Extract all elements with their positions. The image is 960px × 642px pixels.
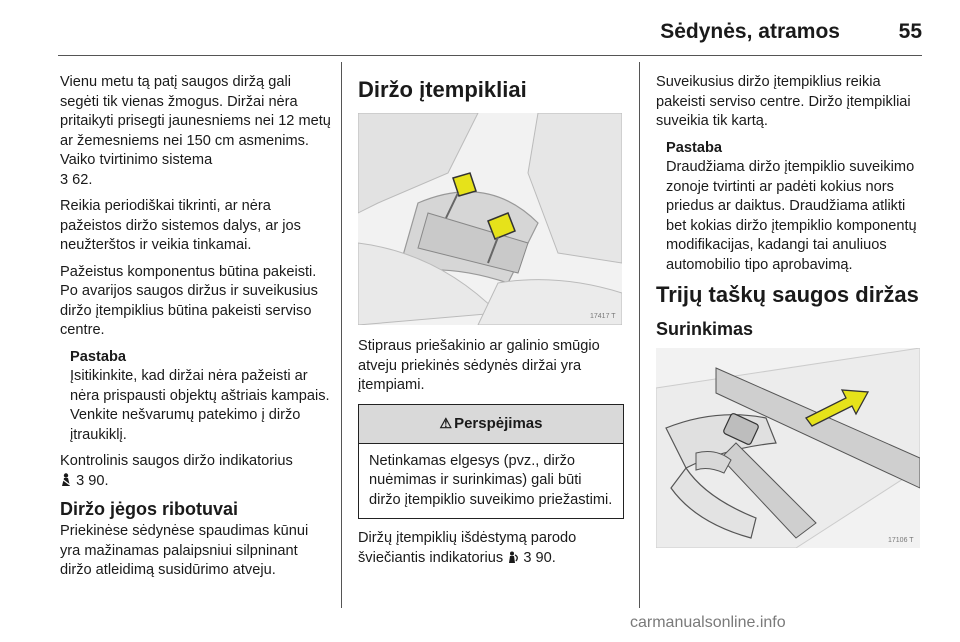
warning-title: Perspėjimas [454,414,543,432]
paragraph: Priekinėse sėdynėse spaudimas kūnui yra … [60,523,309,578]
paragraph: Stipraus priešakinio ar galinio smūgio a… [358,338,600,393]
note-text: Įsitikinkite, kad diržai nėra pažeisti a… [70,368,330,443]
paragraph: Reikia periodiškai tikrinti, ar nėra paž… [60,198,301,253]
section-heading: Trijų taškų saugos diržas [656,282,919,307]
illustration-code: 17106 T [888,537,914,544]
paragraph: Kontrolinis saugos diržo indikatorius 3 … [60,453,293,489]
seatbelt-fastening-illustration: 17106 T [656,348,920,548]
warning-header: ⚠ Perspėjimas [359,404,623,444]
middle-column: Diržo įtempikliai 17417 T Stipraus prieš… [358,73,624,575]
paragraph: Diržų įtempiklių išdėstymą parodo švieči… [358,530,577,566]
airbag-indicator-icon [509,551,519,563]
note-block: Pastaba Įsitikinkite, kad diržai nėra pa… [60,348,332,446]
page-reference[interactable]: 3 90. [523,549,556,566]
page-reference[interactable]: 3 62. [60,171,93,188]
column-divider-right [639,62,640,608]
seatbelt-tensioner-illustration: 17417 T [358,113,622,325]
section-heading: Diržo jėgos ribotuvai [60,499,239,519]
paragraph: Pažeistus komponentus būtina pakeisti. P… [60,263,318,339]
seatbelt-indicator-icon [61,472,71,486]
page-number: 55 [898,20,922,43]
column-divider-left [341,62,342,608]
paragraph: Suveikusius diržo įtempiklius reikia pak… [656,74,911,129]
section-heading: Diržo įtempikliai [358,77,527,102]
right-column: Suveikusius diržo įtempiklius reikia pak… [656,73,922,548]
header-rule [58,55,922,56]
watermark: carmanualsonline.info [630,614,786,631]
note-title: Pastaba [666,139,722,156]
note-text: Draudžiama diržo įtempiklio suveikimo zo… [666,159,917,273]
note-title: Pastaba [70,348,126,365]
warning-box: ⚠ Perspėjimas Netinkamas elgesys (pvz., … [358,403,624,519]
illustration-code: 17417 T [590,313,616,320]
note-block: Pastaba Draudžiama diržo įtempiklio suve… [656,139,922,276]
page-header-title: Sėdynės, atramos [660,20,840,43]
subsection-heading: Surinkimas [656,319,754,339]
page-reference[interactable]: 3 90. [76,472,109,489]
warning-text: Netinkamas elgesys (pvz., diržo nuėmimas… [369,452,613,508]
left-column: Vienu metu tą patį saugos diržą gali seg… [60,73,332,588]
paragraph: Vienu metu tą patį saugos diržą gali seg… [60,74,331,188]
warning-triangle-icon: ⚠ [439,414,453,431]
